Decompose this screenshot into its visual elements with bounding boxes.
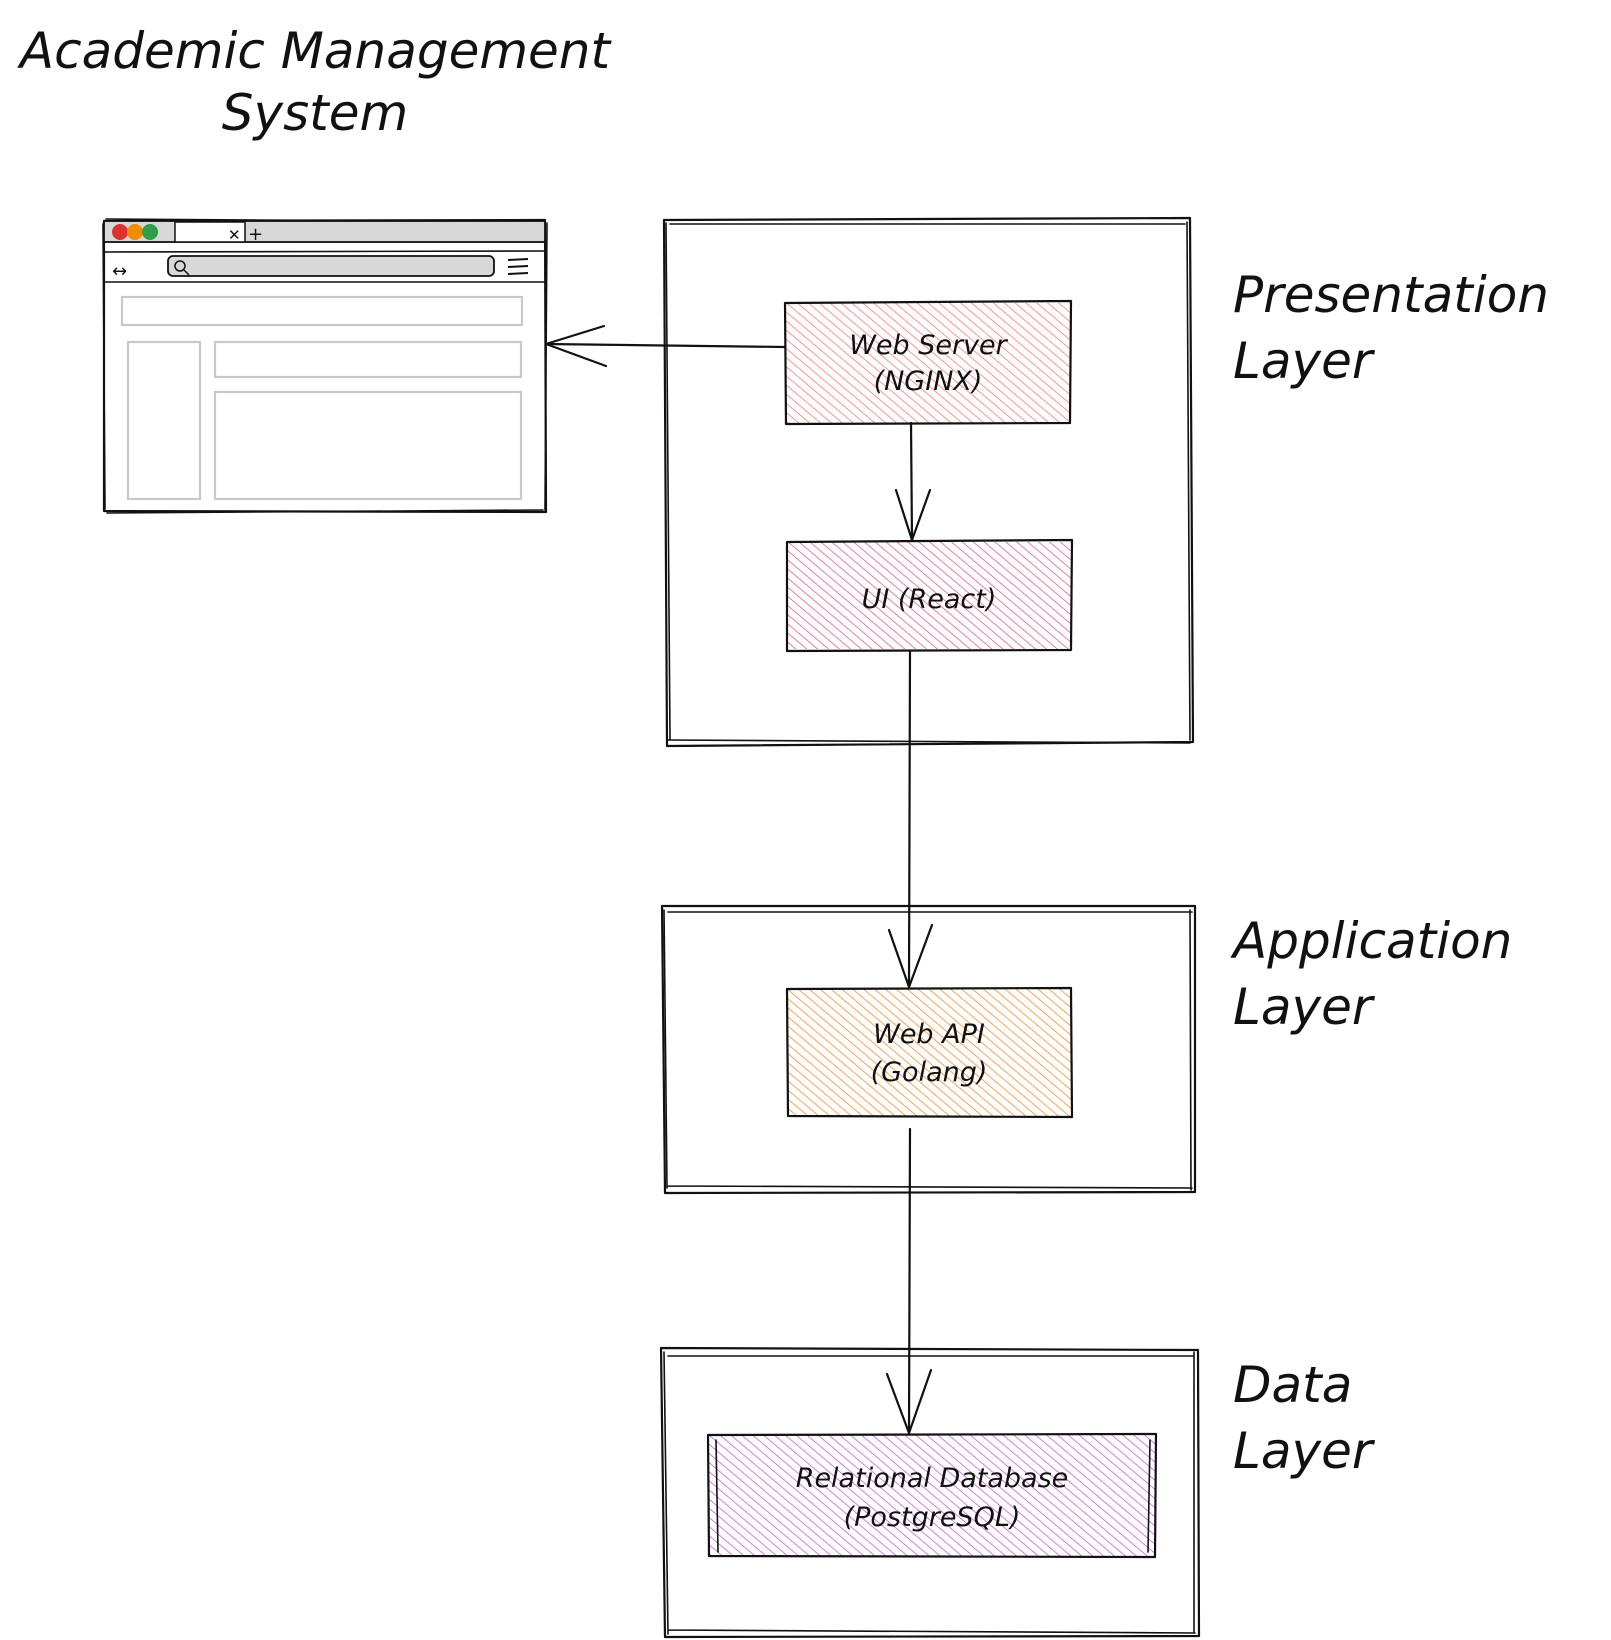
tab-close-icon: ✕: [228, 226, 241, 244]
browser-header-block: [120, 295, 524, 327]
diagram-title: Academic Management System: [17, 22, 613, 142]
database-node[interactable]: Relational Database (PostgreSQL): [706, 1432, 1158, 1559]
web-server-node-title: Web Server: [849, 330, 1008, 361]
close-dot-icon: [112, 224, 128, 240]
application-layer-label-line-2: Layer: [1233, 978, 1376, 1036]
title-line-1: Academic Management: [17, 22, 613, 80]
edge-web-server-to-browser: [544, 324, 787, 368]
presentation-layer: Presentation Layer: [662, 216, 1549, 748]
database-node-subtitle: (PostgreSQL): [844, 1502, 1021, 1533]
presentation-layer-label-line-1: Presentation: [1233, 266, 1549, 324]
data-layer-label-line-2: Layer: [1233, 1422, 1376, 1480]
browser-window-icon: ✕ + ↔: [102, 218, 548, 514]
maximize-dot-icon: [142, 224, 158, 240]
web-api-node[interactable]: Web API (Golang): [785, 986, 1074, 1119]
web-api-node-subtitle: (Golang): [871, 1057, 988, 1088]
new-tab-icon: +: [248, 224, 263, 245]
ui-node[interactable]: UI (React): [785, 538, 1074, 653]
browser-banner-block: [213, 340, 523, 379]
browser-main-block: [213, 390, 523, 501]
data-layer: Data Layer: [659, 1346, 1376, 1639]
web-server-node-subtitle: (NGINX): [874, 366, 983, 397]
title-line-2: System: [222, 84, 408, 142]
edge-web-api-to-database: [885, 1127, 933, 1435]
database-node-title: Relational Database: [796, 1463, 1069, 1494]
application-layer-label-line-1: Application: [1230, 912, 1512, 970]
search-icon: [174, 260, 186, 272]
data-layer-label-line-1: Data: [1233, 1356, 1352, 1414]
web-server-node[interactable]: Web Server (NGINX): [783, 299, 1073, 426]
edge-web-server-to-ui: [894, 421, 932, 542]
browser-sidebar-block: [126, 340, 202, 501]
application-layer: Application Layer: [660, 904, 1512, 1195]
ui-node-title: UI (React): [862, 584, 997, 615]
menu-icon: [507, 258, 529, 275]
presentation-layer-label-line-2: Layer: [1233, 332, 1376, 390]
minimize-dot-icon: [127, 224, 143, 240]
web-api-node-title: Web API: [873, 1019, 985, 1050]
edge-ui-to-web-api: [887, 649, 934, 989]
back-forward-icon: ↔: [112, 261, 127, 282]
